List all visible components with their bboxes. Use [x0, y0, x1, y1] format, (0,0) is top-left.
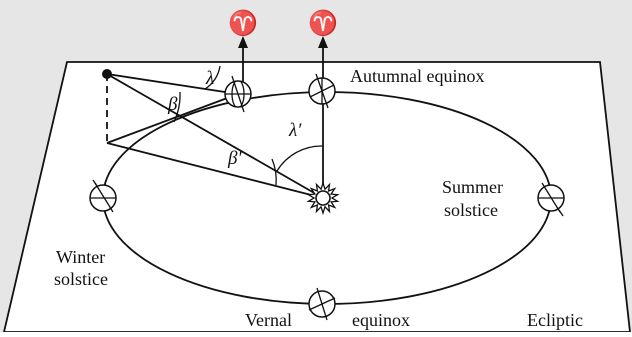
- summer-solstice-label-2: solstice: [444, 200, 498, 220]
- equinox-label: equinox: [352, 310, 410, 330]
- earth-autumnal: [308, 73, 336, 109]
- autumnal-equinox-label: Autumnal equinox: [350, 66, 484, 86]
- winter-solstice-label-1: Winter: [56, 247, 105, 267]
- sun: [306, 180, 340, 216]
- earth-position-a: [224, 75, 252, 113]
- summer-solstice-label-1: Summer: [442, 177, 503, 197]
- aries-symbol-2: ♈: [308, 9, 338, 37]
- arrowhead-1: [238, 36, 248, 48]
- vernal-label: Vernal: [245, 310, 292, 330]
- projection-to-sun-line: [106, 142, 324, 199]
- lambda-arc: [204, 65, 221, 90]
- line-star-to-earth: [106, 73, 239, 95]
- beta-arc: [173, 91, 181, 123]
- beta-prime-arc: [271, 158, 277, 186]
- earth-summer: [537, 182, 565, 217]
- projection-to-earth-line: [106, 93, 239, 144]
- beta-label: β: [167, 94, 178, 115]
- lambda-prime-label: λ′: [288, 120, 302, 141]
- lambda-label: λ: [205, 68, 214, 89]
- ecliptic-label: Ecliptic: [527, 310, 583, 330]
- earth-vernal: [308, 287, 336, 321]
- winter-solstice-label-2: solstice: [54, 269, 108, 289]
- arrowhead-2: [318, 36, 328, 48]
- beta-prime-label: β′: [227, 148, 242, 169]
- lambda-prime-arc: [276, 145, 324, 172]
- line-star-to-sun: [106, 73, 324, 199]
- aries-symbol-1: ♈: [228, 9, 258, 37]
- earth-winter: [89, 179, 117, 213]
